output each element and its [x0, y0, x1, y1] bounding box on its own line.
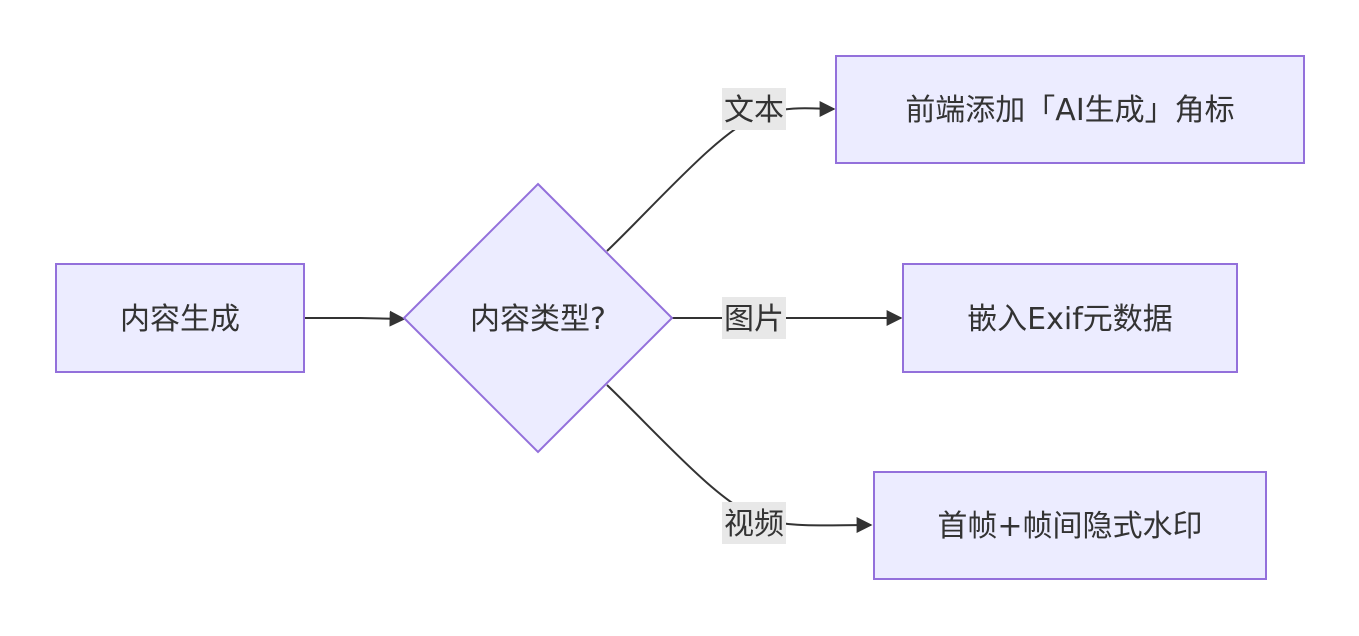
node-image-target-label: 嵌入Exif元数据 [967, 302, 1173, 337]
edge-decision-to-text [606, 100, 836, 252]
edge-label-text-value: 文本 [724, 93, 784, 128]
node-start[interactable]: 内容生成 [55, 263, 305, 373]
edge-label-text: 文本 [722, 88, 786, 130]
node-text-target[interactable]: 前端添加「AI生成」角标 [835, 55, 1305, 164]
edge-label-video: 视频 [722, 502, 786, 544]
node-text-target-label: 前端添加「AI生成」角标 [905, 93, 1234, 128]
node-decision[interactable]: 内容类型? [402, 182, 674, 454]
node-decision-label: 内容类型? [470, 302, 606, 337]
edge-start-to-decision [305, 310, 406, 327]
node-image-target[interactable]: 嵌入Exif元数据 [902, 263, 1238, 373]
node-video-target-label: 首帧+帧间隐式水印 [937, 509, 1202, 544]
edge-label-image-value: 图片 [724, 302, 784, 337]
node-start-label: 内容生成 [120, 302, 240, 337]
edge-label-image: 图片 [722, 297, 786, 339]
edge-label-video-value: 视频 [724, 507, 784, 542]
node-video-target[interactable]: 首帧+帧间隐式水印 [873, 471, 1267, 580]
